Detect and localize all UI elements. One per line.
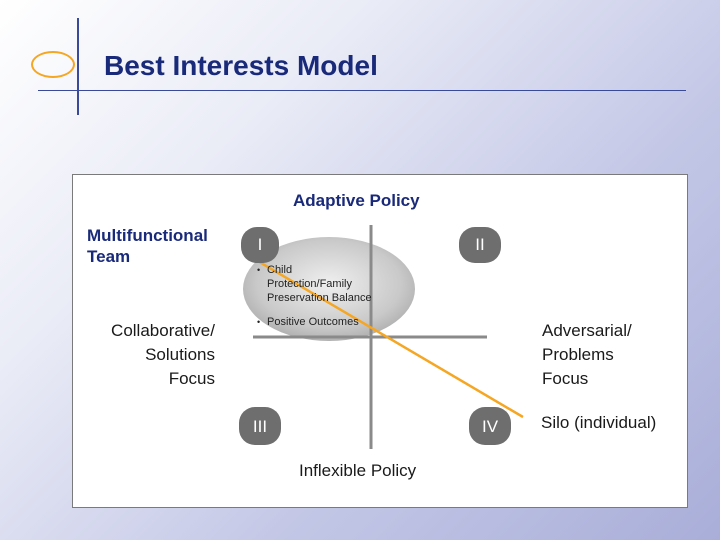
collaborative-focus-line-1: Collaborative/: [111, 321, 215, 340]
quadrant-badge-ii: [459, 227, 501, 263]
quadrant-badge-iii: [239, 407, 281, 445]
adversarial-focus-label: Adversarial/ Problems Focus: [542, 319, 632, 391]
adversarial-focus-line-2: Problems: [542, 345, 614, 364]
bullet-line: Child: [267, 264, 293, 276]
quadrant-label-ii: II: [475, 235, 485, 254]
multifunctional-team-label: Multifunctional Team: [87, 225, 208, 267]
quadrant-badge-i: [241, 227, 279, 263]
multifunctional-team-line-2: Team: [87, 247, 131, 266]
slide-title: Best Interests Model: [104, 50, 378, 81]
top-axis-label: Adaptive Policy: [293, 191, 420, 210]
adversarial-focus-line-3: Focus: [542, 369, 589, 388]
decorative-oval-icon: [31, 51, 75, 78]
diagram-panel: I II III IV Adaptive Policy Inflexible P…: [72, 174, 688, 508]
adversarial-focus-line-1: Adversarial/: [542, 321, 632, 340]
multifunctional-team-line-1: Multifunctional: [87, 226, 208, 245]
bullet-item-balance: Child Protection/Family Preservation Bal…: [257, 263, 372, 305]
bullet-line: Preservation Balance: [267, 292, 372, 304]
bullet-list: Child Protection/Family Preservation Bal…: [257, 263, 372, 329]
bottom-axis-label: Inflexible Policy: [299, 461, 417, 480]
quadrant-label-iv: IV: [481, 417, 499, 436]
bullet-line: Protection/Family: [267, 278, 352, 290]
silo-label: Silo (individual): [541, 413, 657, 432]
decorative-horizontal-line: [38, 90, 686, 91]
quadrant-badge-iv: [469, 407, 511, 445]
collaborative-focus-label: Collaborative/ Solutions Focus: [111, 319, 215, 391]
quadrant-label-iii: III: [252, 417, 268, 436]
bullet-line: Positive Outcomes: [267, 316, 359, 328]
decorative-vertical-line: [77, 18, 79, 115]
bullet-item-outcomes: Positive Outcomes: [257, 315, 372, 329]
collaborative-focus-line-3: Focus: [168, 369, 215, 388]
quadrant-label-i: I: [257, 235, 263, 254]
collaborative-focus-line-2: Solutions: [145, 345, 215, 364]
